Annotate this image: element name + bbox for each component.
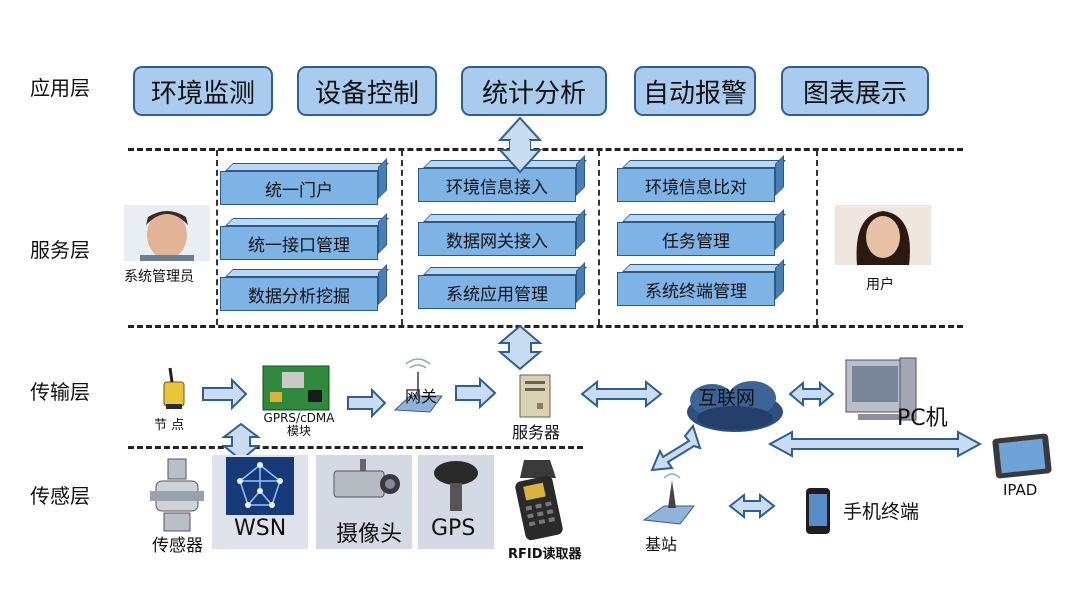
service-divider-3 [598, 150, 600, 325]
base-station-icon [642, 473, 696, 525]
node-label: 节 点 [154, 418, 185, 433]
camera-label: 摄像头 [336, 522, 403, 547]
app-box-auto-alarm: 自动报警 [634, 66, 756, 116]
arrow-node-module [202, 377, 248, 411]
internet-label: 互联网 [698, 387, 756, 409]
separator-service-transport [128, 325, 963, 328]
arrow-basestation-phone [728, 492, 776, 520]
service-box-terminal-mgmt: 系统终端管理 [617, 272, 775, 306]
base-station-label: 基站 [645, 535, 678, 554]
server-icon [519, 374, 551, 418]
layer-label-sensing: 传感层 [30, 484, 90, 508]
sensor-label: 传感器 [152, 536, 203, 556]
arrow-server-internet [580, 379, 663, 409]
node-device-icon [163, 367, 185, 409]
service-divider-4 [816, 150, 818, 325]
service-box-data-mining: 数据分析挖掘 [220, 277, 378, 311]
service-box-gateway-access: 数据网关接入 [418, 222, 576, 256]
app-box-statistics: 统计分析 [461, 66, 607, 116]
camera-tile [316, 455, 412, 549]
arrow-internet-pc [788, 380, 835, 408]
phone-icon [806, 488, 830, 534]
camera-icon [333, 459, 400, 498]
separator-app-service [128, 148, 963, 151]
arrow-app-service-shaft [510, 140, 530, 152]
pc-label: PC机 [897, 406, 948, 431]
service-box-unified-portal: 统一门户 [220, 171, 378, 205]
ipad-label: IPAD [1003, 481, 1038, 499]
user-avatar [835, 205, 931, 265]
gps-tile [418, 455, 494, 549]
service-box-interface-mgmt: 统一接口管理 [220, 226, 378, 260]
sensor-icon [150, 458, 204, 532]
internet-cloud-icon [687, 381, 783, 432]
gateway-label: 网关 [405, 387, 438, 406]
wsn-network-icon [226, 457, 294, 515]
arrow-module-gateway [347, 387, 387, 419]
service-box-app-mgmt: 系统应用管理 [418, 275, 576, 309]
gps-icon [434, 461, 478, 511]
layer-label-service: 服务层 [30, 238, 90, 262]
user-label: 用户 [866, 277, 894, 293]
wsn-label: WSN [234, 516, 287, 541]
gateway-icon [393, 358, 443, 413]
phone-label: 手机终端 [843, 501, 920, 523]
layer-label-application: 应用层 [30, 76, 90, 100]
admin-avatar [124, 205, 210, 261]
service-box-env-info-access: 环境信息接入 [418, 168, 576, 202]
arrow-gateway-server [455, 376, 497, 410]
module-label: GPRS/cDMA模块 [263, 411, 335, 438]
rfid-reader-icon [515, 460, 563, 541]
app-box-env-monitoring: 环境监测 [133, 66, 273, 116]
gps-label: GPS [431, 516, 476, 541]
rfid-label: RFID读取器 [508, 547, 582, 562]
admin-label: 系统管理员 [124, 269, 194, 285]
wsn-tile [212, 455, 308, 549]
sensor-tile [142, 455, 212, 549]
app-box-chart-display: 图表展示 [781, 66, 929, 116]
arrow-to-ipad [767, 430, 983, 458]
arrow-internet-basestation [650, 423, 702, 472]
ipad-icon [992, 433, 1052, 479]
gprs-module-icon [262, 365, 330, 411]
service-divider-2 [401, 150, 403, 325]
layer-label-transport: 传输层 [30, 380, 90, 404]
server-label: 服务器 [512, 423, 561, 442]
separator-transport-sensing [128, 446, 583, 449]
service-box-env-compare: 环境信息比对 [617, 168, 775, 202]
pc-icon [845, 357, 917, 421]
service-box-task-mgmt: 任务管理 [617, 222, 775, 256]
arrow-service-transport [497, 324, 543, 371]
app-box-device-control: 设备控制 [297, 66, 437, 116]
service-divider-1 [216, 150, 218, 325]
